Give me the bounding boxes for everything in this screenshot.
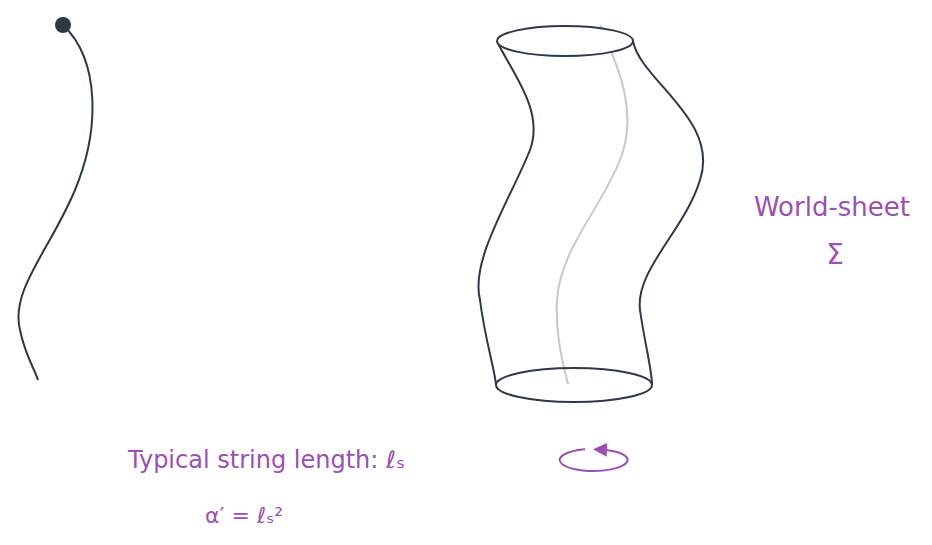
circular-arrow xyxy=(560,449,628,471)
circular-arrow-head xyxy=(600,450,620,454)
worldline xyxy=(18,25,92,380)
string-point-trace xyxy=(557,25,628,384)
world-sheet-edge xyxy=(478,41,533,385)
closed-string-top xyxy=(497,26,633,56)
point-particle xyxy=(55,17,71,33)
world-sheet-symbol: Σ xyxy=(826,240,844,271)
closed-string-bottom xyxy=(496,368,652,402)
world-sheet-edge xyxy=(633,41,703,385)
world-sheet-label: World-sheet xyxy=(754,193,910,222)
string-length-label: Typical string length: ℓₛ xyxy=(128,447,405,473)
alpha-prime-relation: α′ = ℓₛ² xyxy=(205,504,283,528)
